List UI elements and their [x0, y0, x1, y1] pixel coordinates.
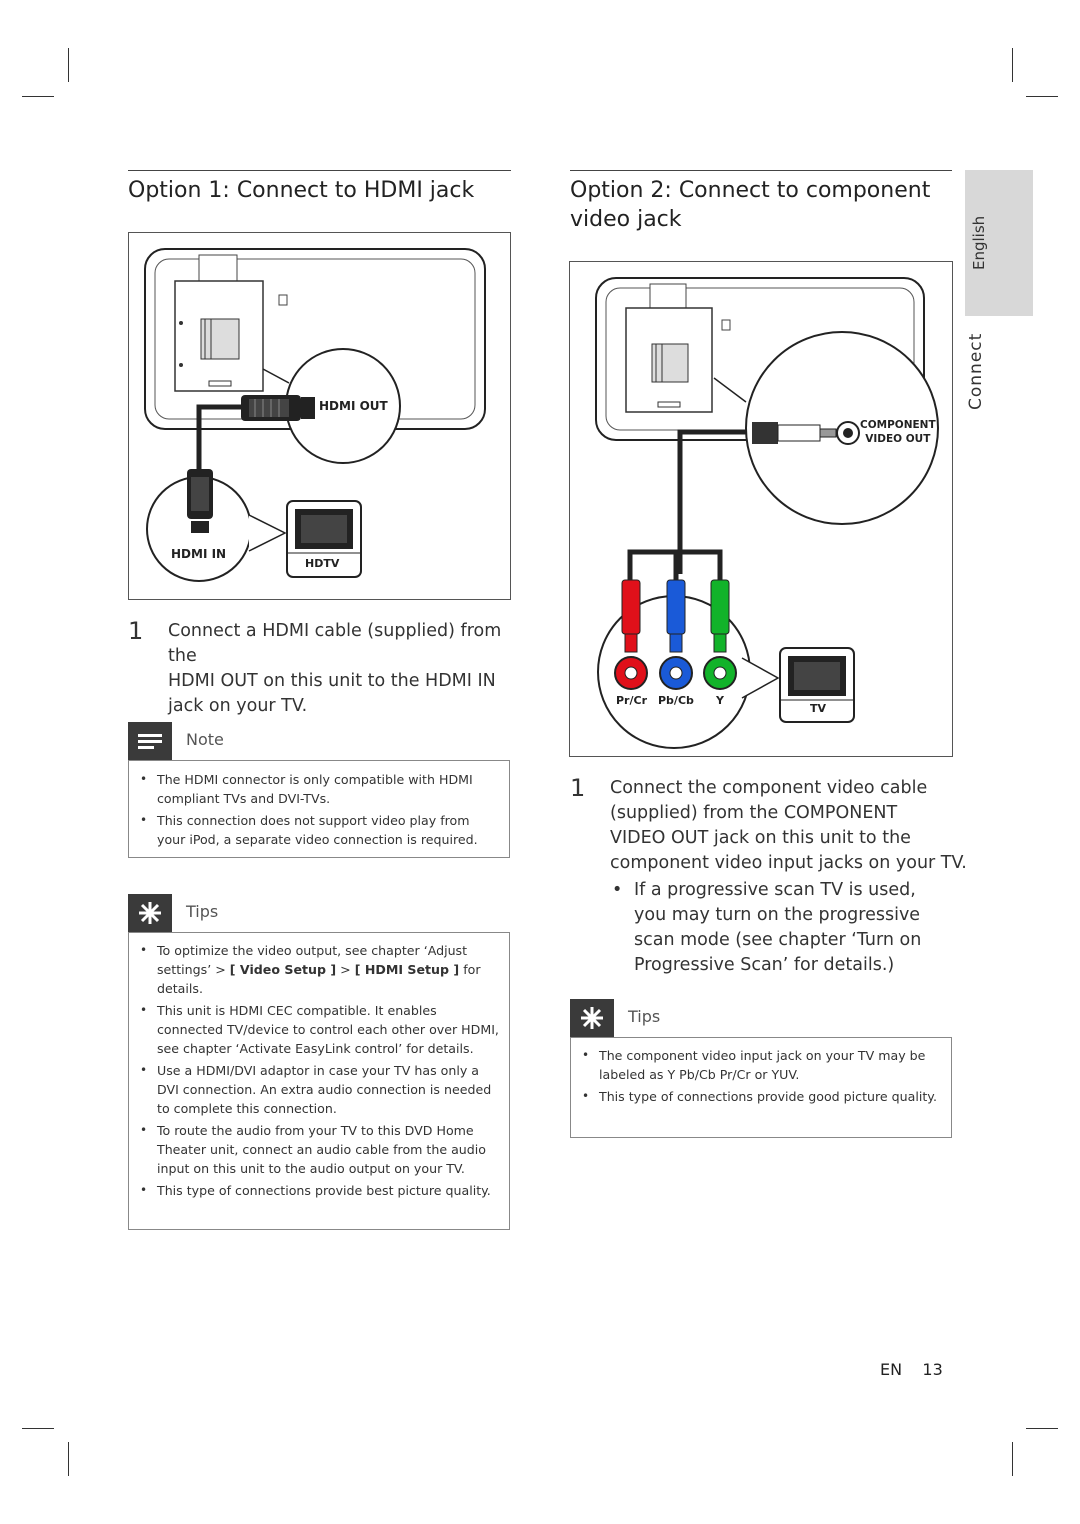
crop-mark [22, 96, 54, 97]
crop-mark [1012, 48, 1013, 82]
jack-y-label: Y [716, 694, 724, 707]
hdmi-connection-figure: HDMI OUT HDMI IN HDTV [128, 232, 511, 600]
port-name: HDMI IN [425, 671, 496, 691]
tips-icon [128, 894, 172, 932]
tip-item: The component video input jack on your T… [571, 1046, 941, 1084]
crop-mark [68, 48, 69, 82]
step-number: 1 [570, 774, 586, 802]
heading-rule [570, 170, 952, 171]
note-header: Note [128, 722, 510, 760]
tips-header: Tips [128, 894, 510, 932]
tip-item: To route the audio from your TV to this … [129, 1121, 501, 1178]
right-step: 1 Connect the component video cable (sup… [570, 774, 967, 976]
tip-item: This unit is HDMI CEC compatible. It ena… [129, 1001, 501, 1058]
port-name: VIDEO OUT [610, 828, 709, 848]
tip-item: To optimize the video output, see chapte… [129, 941, 501, 998]
jack-pr-label: Pr/Cr [616, 694, 648, 707]
hdmi-in-label: HDMI IN [171, 547, 227, 561]
left-heading: Option 1: Connect to HDMI jack [128, 178, 475, 203]
language-label: English [970, 215, 988, 270]
port-name: COMPONENT [783, 803, 898, 823]
note-label: Note [186, 730, 224, 749]
note-item: The HDMI connector is only compatible wi… [129, 770, 497, 808]
tip-item: This type of connections provide best pi… [129, 1181, 501, 1200]
heading-rule [128, 170, 511, 171]
tv-label: TV [810, 702, 827, 715]
note-box: The HDMI connector is only compatible wi… [128, 760, 510, 858]
crop-mark [1012, 1442, 1013, 1476]
note-item: This connection does not support video p… [129, 811, 497, 849]
right-heading: Option 2: Connect to component video jac… [570, 178, 931, 232]
hdmi-out-label: HDMI OUT [319, 399, 388, 413]
left-step: 1 Connect a HDMI cable (supplied) from t… [128, 617, 518, 717]
tips-box: To optimize the video output, see chapte… [128, 932, 510, 1230]
step-text: on this unit to the [257, 671, 426, 691]
component-label: COMPONENT VIDEO OUT [860, 419, 936, 445]
jack-pb-label: Pb/Cb [658, 694, 694, 707]
step-number: 1 [128, 617, 144, 645]
port-name: HDMI OUT [168, 671, 258, 691]
tip-item: Use a HDMI/DVI adaptor in case your TV h… [129, 1061, 501, 1118]
tips-label: Tips [186, 902, 219, 921]
crop-mark [22, 1428, 54, 1429]
tips-label: Tips [628, 1007, 661, 1026]
tips-header: Tips [570, 999, 952, 1037]
step-line: Connect a HDMI cable (supplied) from the [168, 621, 502, 666]
step-line: component video input jacks on your TV. [610, 853, 967, 873]
language-tab [965, 170, 1033, 316]
sub-bullet: • If a progressive scan TV is used, you … [612, 880, 922, 975]
tip-item: This type of connections provide good pi… [571, 1087, 941, 1106]
section-label: Connect [966, 332, 986, 410]
note-icon [128, 722, 172, 760]
hdtv-label: HDTV [305, 557, 340, 570]
step-line: jack on your TV. [168, 696, 308, 716]
tips-box: The component video input jack on your T… [570, 1037, 952, 1138]
tips-icon [570, 999, 614, 1037]
crop-mark [1026, 1428, 1058, 1429]
component-connection-figure: COMPONENT VIDEO OUT Pr/Cr Pb/Cb Y TV [569, 261, 953, 757]
crop-mark [1026, 96, 1058, 97]
page-number: EN 13 [880, 1360, 943, 1379]
crop-mark [68, 1442, 69, 1476]
step-line: Connect the component video cable [610, 778, 928, 798]
